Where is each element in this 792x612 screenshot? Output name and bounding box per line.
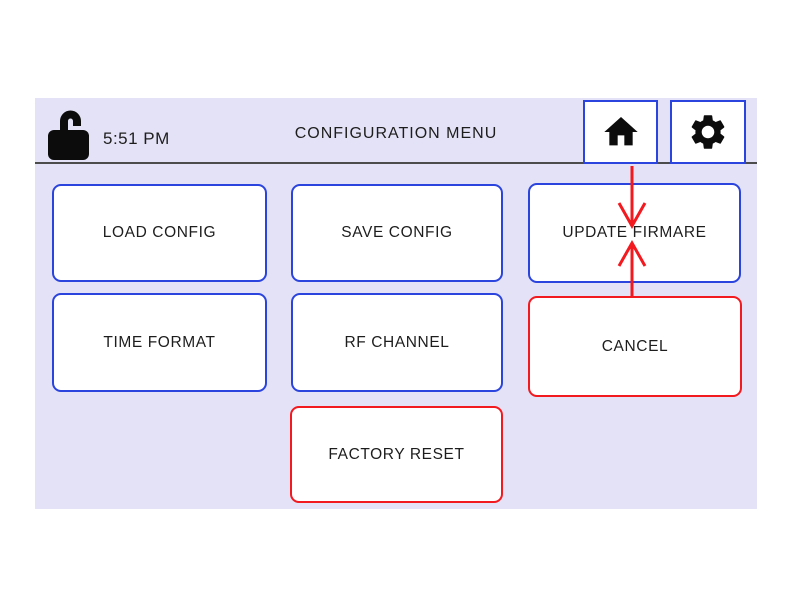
rf-channel-label: RF CHANNEL: [344, 333, 450, 351]
home-icon: [603, 117, 638, 146]
page-title: CONFIGURATION MENU: [294, 125, 498, 142]
header-divider: [35, 162, 757, 164]
factory-reset-button[interactable]: FACTORY RESET: [290, 406, 503, 503]
cancel-button[interactable]: CANCEL: [528, 296, 742, 397]
update-firmware-button[interactable]: UPDATE FIRMARE: [528, 183, 741, 283]
time-format-label: TIME FORMAT: [103, 333, 216, 351]
load-config-button[interactable]: LOAD CONFIG: [52, 184, 267, 282]
load-config-label: LOAD CONFIG: [102, 224, 217, 241]
clock-time: 5:51 PM: [103, 129, 170, 148]
config-panel: 5:51 PM CONFIGURATION MENU LOAD CONFIG S…: [35, 98, 757, 509]
time-format-button[interactable]: TIME FORMAT: [52, 293, 267, 392]
factory-reset-label: FACTORY RESET: [328, 445, 465, 463]
unlocked-padlock-icon: [48, 110, 89, 160]
home-button[interactable]: [583, 100, 658, 164]
rf-channel-button[interactable]: RF CHANNEL: [291, 293, 503, 392]
settings-button[interactable]: [670, 100, 746, 164]
save-config-label: SAVE CONFIG: [341, 224, 453, 241]
save-config-button[interactable]: SAVE CONFIG: [291, 184, 503, 282]
gear-icon: [691, 115, 725, 149]
cancel-label: CANCEL: [601, 337, 669, 355]
update-firmware-label: UPDATE FIRMARE: [562, 224, 707, 241]
